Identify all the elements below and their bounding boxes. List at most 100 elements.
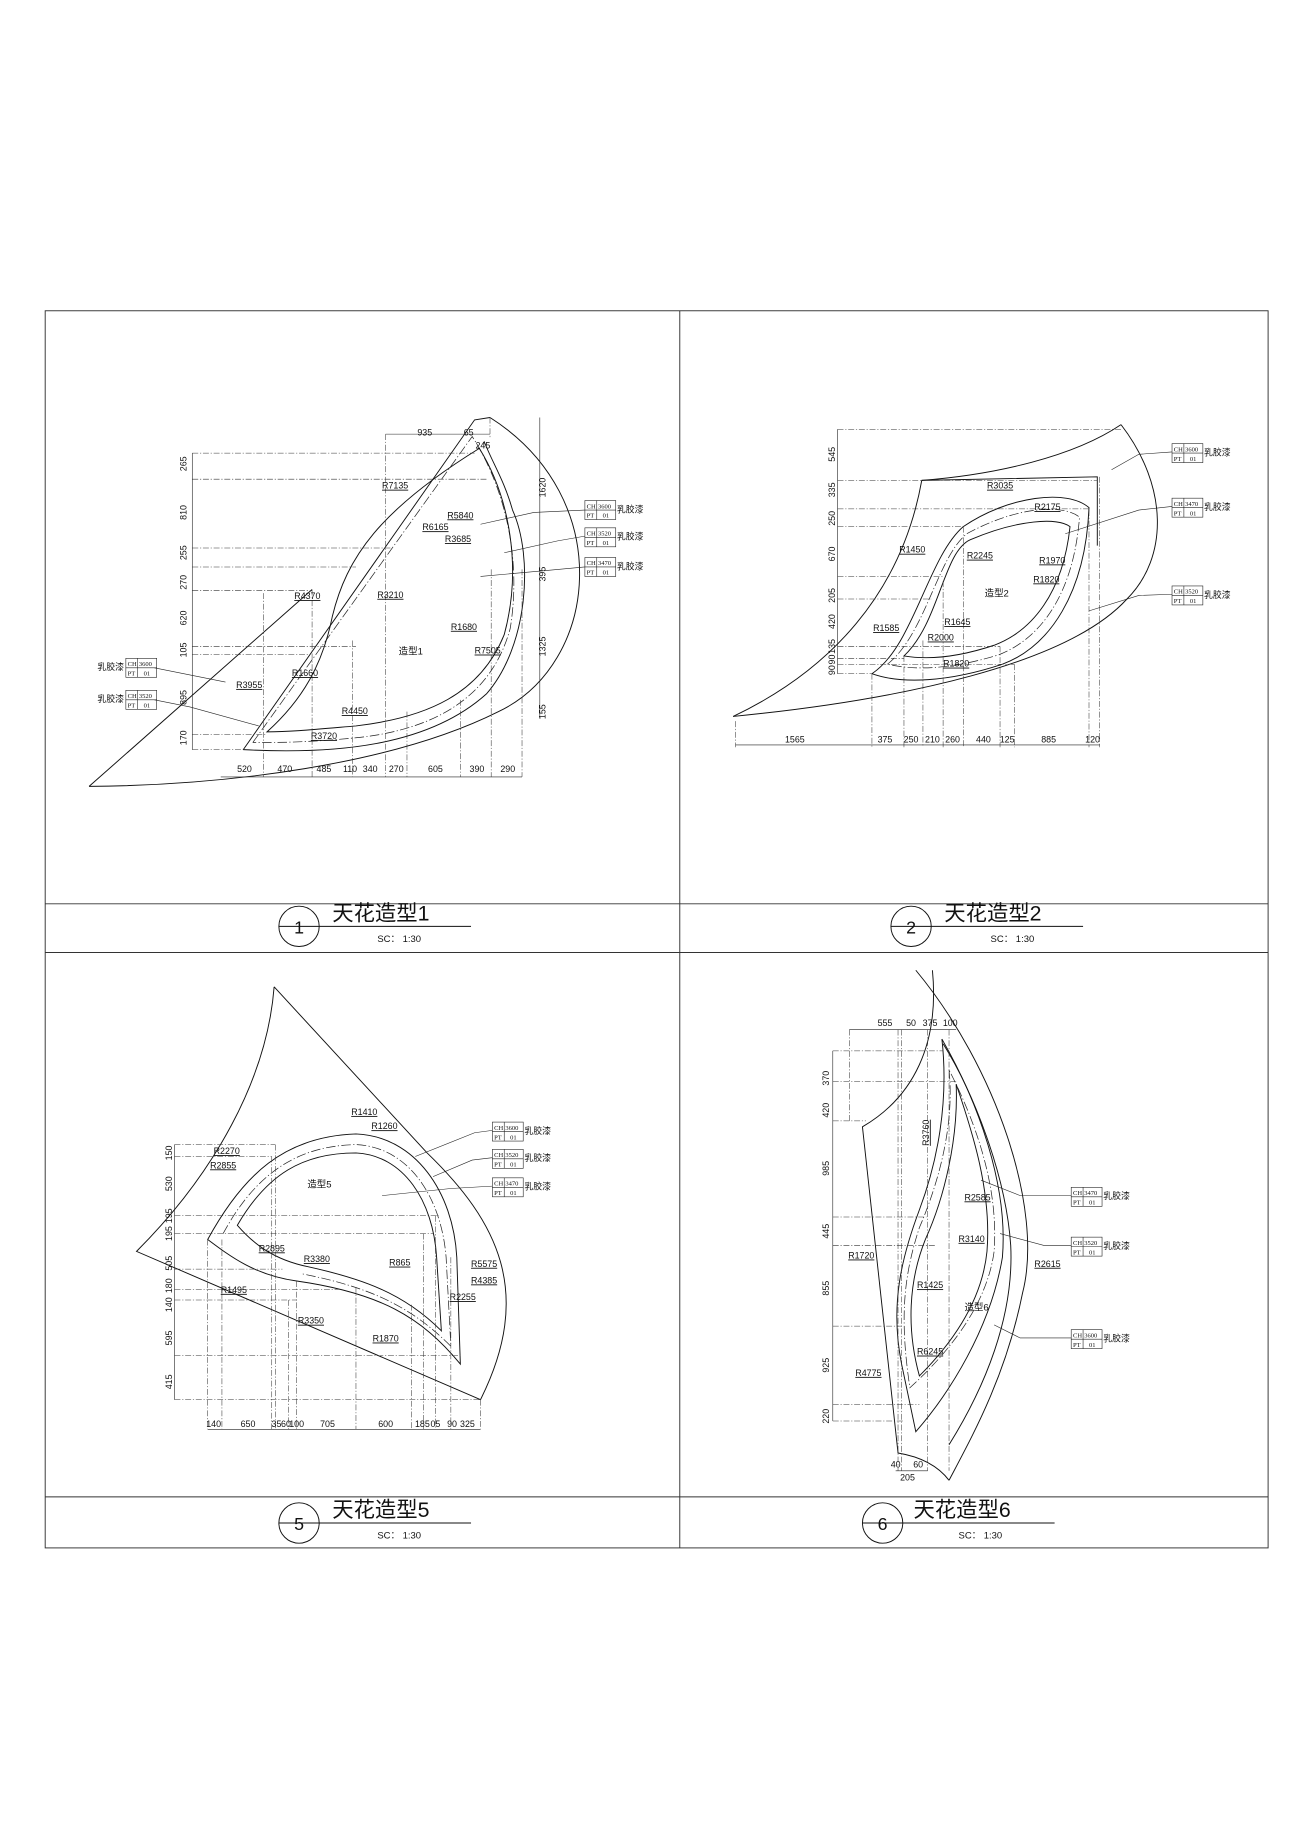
tag-paint-label: PT: [1174, 456, 1182, 463]
radius-label: R1645: [944, 617, 970, 627]
dimension-right: 1325: [538, 637, 548, 657]
tag-paint-value: 01: [603, 570, 610, 577]
dimension-bottom: 250: [904, 735, 919, 745]
radius-label: R1410: [351, 1107, 377, 1117]
dimension-left: 895: [178, 690, 188, 705]
tag-code-label: CH: [1073, 1240, 1082, 1247]
material-tag: [584, 527, 617, 548]
tag-finish-label: 乳胶漆: [1103, 1333, 1130, 1344]
dimension-left: 180: [164, 1278, 174, 1293]
radius-label: R7505: [475, 646, 501, 656]
dimension-left: 270: [178, 575, 188, 590]
radius-label: R1660: [292, 668, 318, 678]
tag-finish-label: 乳胶漆: [617, 531, 644, 542]
tag-paint-label: PT: [587, 570, 595, 577]
tag-code-label: CH: [1073, 1190, 1082, 1197]
tag-code-value: 3470: [1185, 501, 1199, 508]
radius-label: R1720: [848, 1250, 874, 1260]
tag-paint-label: PT: [494, 1134, 502, 1141]
tag-code-label: CH: [494, 1181, 503, 1188]
radius-label: R1820: [943, 659, 969, 669]
tag-finish-label: 乳胶漆: [1103, 1240, 1130, 1251]
material-tag: [1070, 1187, 1103, 1207]
dimension-left: 620: [178, 611, 188, 626]
dimension-bottom: 375: [878, 735, 893, 745]
radius-label: R3380: [304, 1254, 330, 1264]
radius-label: R1970: [1039, 555, 1065, 565]
tag-code-label: CH: [1174, 589, 1183, 596]
dimension-bottom: 470: [277, 764, 292, 774]
radius-label: R6245: [917, 1347, 943, 1357]
tag-paint-label: PT: [587, 540, 595, 547]
radius-label: R1260: [371, 1121, 397, 1131]
drawing-title: 天花造型5: [332, 1498, 429, 1522]
tag-paint-label: PT: [1073, 1342, 1081, 1349]
dimension-bottom: 650: [241, 1419, 256, 1429]
dimension-top: 65: [464, 427, 474, 437]
shape-label: 造型2: [985, 588, 1009, 600]
title-block-number: 1: [294, 917, 304, 937]
material-tag: [492, 1121, 524, 1142]
radius-label: R3760: [921, 1120, 931, 1146]
dimension-bottom: 40: [891, 1459, 901, 1469]
radius-label: R1585: [873, 623, 899, 633]
dimension-right: 155: [538, 704, 548, 719]
material-tag: [1171, 585, 1204, 606]
tag-code-value: 3470: [1084, 1190, 1098, 1197]
tag-finish-label: 乳胶漆: [1103, 1190, 1130, 1201]
dimension-bottom: 520: [237, 764, 252, 774]
dimension-bottom: 60: [281, 1419, 291, 1429]
tag-paint-value: 01: [144, 671, 151, 678]
material-tag: [584, 557, 617, 577]
radius-label: R3035: [987, 481, 1013, 491]
material-tag: [1070, 1236, 1103, 1257]
tag-paint-value: 01: [1089, 1200, 1096, 1207]
tag-paint-value: 01: [510, 1190, 517, 1197]
dimension-bottom: 100: [289, 1419, 304, 1429]
dimension-bottom: 140: [206, 1419, 221, 1429]
dimension-bottom: 605: [428, 764, 443, 774]
radius-label: R3720: [311, 731, 337, 741]
dimension-bottom: 260: [945, 735, 960, 745]
dimension-right: 1620: [538, 478, 548, 498]
tag-paint-value: 01: [144, 703, 151, 710]
material-tag: [584, 500, 617, 520]
tag-paint-value: 01: [1089, 1342, 1096, 1349]
shape-label: 造型1: [399, 646, 423, 658]
radius-label: R1820: [1033, 574, 1059, 584]
dimension-left: 545: [827, 447, 837, 462]
dimension-right: 395: [538, 567, 548, 582]
radius-label: R4775: [855, 1368, 881, 1378]
tag-code-label: CH: [128, 693, 137, 700]
dimension-left: 195: [164, 1208, 174, 1223]
drawing-scale: SC： 1:30: [991, 934, 1035, 945]
dimension-bottom: 90: [447, 1419, 457, 1429]
tag-code-value: 3520: [139, 693, 153, 700]
radius-label: R7135: [382, 481, 408, 491]
dimension-left: 195: [164, 1226, 174, 1241]
dimension-left: 255: [178, 545, 188, 560]
dimension-left: 670: [827, 546, 837, 561]
dimension-bottom: 440: [976, 735, 991, 745]
tag-code-label: CH: [1174, 446, 1183, 453]
dimension-left: 105: [178, 643, 188, 658]
radius-label: R5840: [447, 510, 473, 520]
radius-label: R2855: [210, 1160, 236, 1170]
dimension-bottom: 125: [1000, 735, 1015, 745]
material-tag: [1070, 1329, 1103, 1349]
tag-code-value: 3470: [598, 560, 612, 567]
radius-label: R6165: [422, 522, 448, 532]
dimension-left: 140: [164, 1297, 174, 1312]
tag-paint-label: PT: [1073, 1200, 1081, 1207]
dimension-left: 415: [164, 1374, 174, 1389]
tag-finish-label: 乳胶漆: [97, 661, 124, 672]
drawing-scale: SC： 1:30: [377, 934, 421, 945]
tag-code-label: CH: [587, 503, 596, 510]
tag-finish-label: 乳胶漆: [97, 693, 124, 704]
tag-code-value: 3600: [598, 503, 612, 510]
tag-code-value: 3520: [505, 1152, 519, 1159]
dimension-left: 810: [178, 505, 188, 520]
tag-code-value: 3520: [598, 531, 612, 538]
tag-paint-value: 01: [1089, 1249, 1096, 1256]
